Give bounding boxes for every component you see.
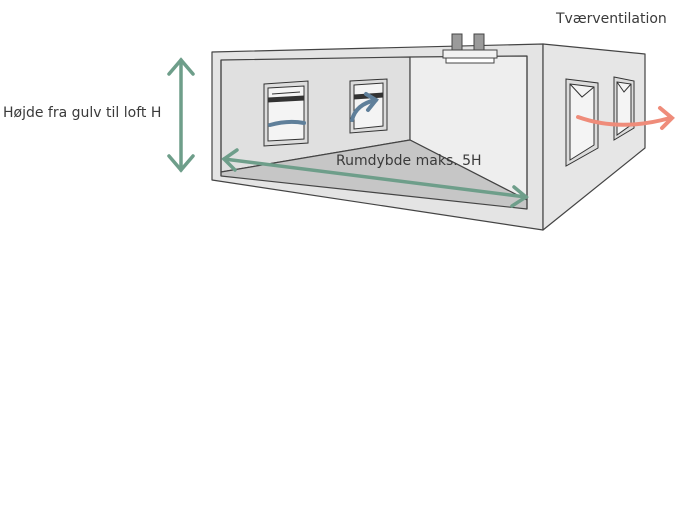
window-icon <box>349 78 388 134</box>
diagram-title: Tværventilation <box>556 11 667 27</box>
airflow-in-arrow <box>268 119 306 127</box>
depth-label: Rumdybde maks. 5H <box>336 153 482 169</box>
height-dimension-arrow <box>167 57 195 173</box>
vent-unit-icon <box>442 33 498 64</box>
height-label: Højde fra gulv til loft H <box>3 105 162 121</box>
window-icon <box>263 80 309 147</box>
airflow-in-arrow <box>350 92 379 122</box>
depth-dimension-arrow <box>221 148 529 208</box>
airflow-out-arrow <box>576 106 675 130</box>
window-icon <box>565 78 599 167</box>
